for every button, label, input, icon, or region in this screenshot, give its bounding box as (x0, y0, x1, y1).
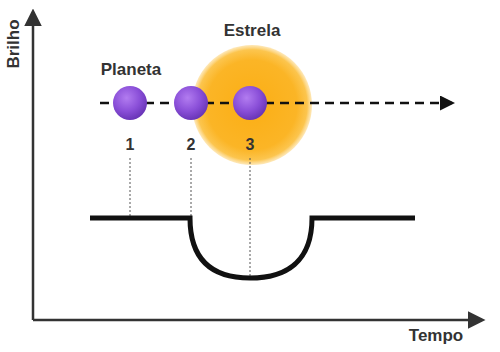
callout-number: 1 (126, 136, 135, 154)
axis-title: Brilho (5, 19, 24, 68)
drop-line (250, 158, 251, 276)
x-axis (33, 319, 482, 322)
drop-line (130, 158, 131, 216)
planet (174, 86, 208, 120)
planet (233, 86, 267, 120)
callout-number: 3 (246, 136, 255, 154)
star-label: Estrela (224, 22, 281, 41)
y-axis (32, 12, 35, 320)
planet-path (100, 102, 452, 105)
light-curve (90, 218, 415, 278)
drop-line (191, 158, 192, 216)
star (192, 45, 312, 165)
axis-title: Tempo (409, 327, 463, 346)
planet-label: Planeta (101, 61, 161, 80)
planets (113, 86, 267, 120)
callout-number: 2 (187, 136, 196, 154)
planet (113, 86, 147, 120)
